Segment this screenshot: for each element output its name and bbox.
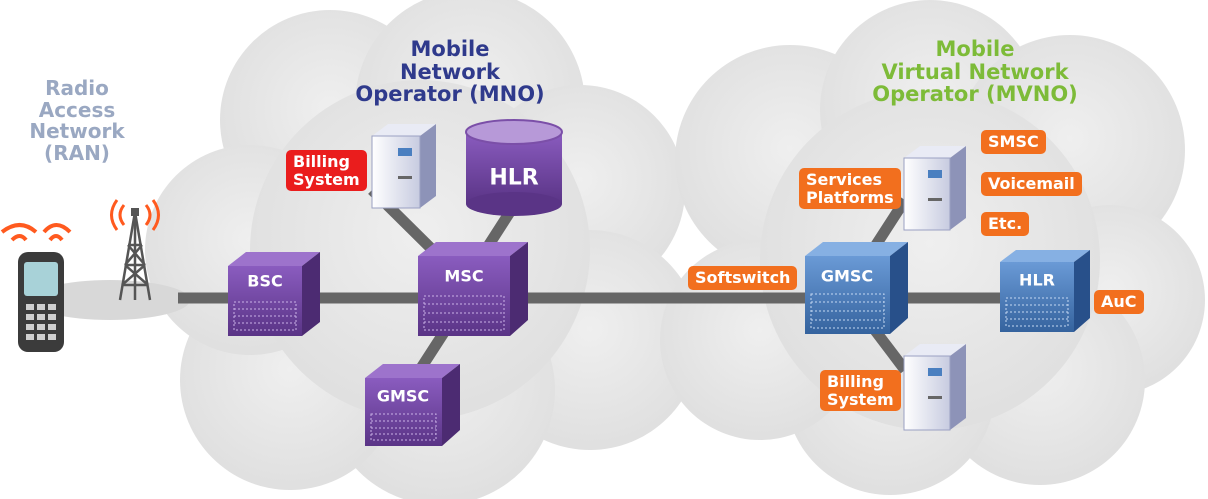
auc-tag: AuC [1094, 290, 1144, 314]
billing-line: System [827, 389, 894, 409]
database-icon [465, 119, 563, 216]
msc-label: MSC [444, 266, 484, 286]
etc-tag: Etc. [981, 212, 1030, 236]
mvno-title-line: Virtual Network [881, 59, 1069, 84]
ran-title-line: Access [38, 97, 116, 122]
msc-node [418, 242, 528, 336]
mvno-gmsc-node [805, 242, 908, 334]
mvno-title-line: Mobile [935, 37, 1015, 61]
ran-ground-shadow [30, 280, 190, 320]
mno-title-line: Operator (MNO) [355, 82, 545, 107]
ran-title-line: Radio [45, 76, 109, 100]
mvno-title-line: Operator (MVNO) [872, 82, 1078, 107]
server-icon [371, 124, 436, 209]
billing-line: Billing [827, 372, 884, 391]
mobile-phone-icon [0, 223, 72, 352]
mno-title-line: Network [399, 59, 500, 84]
services-server-icon [903, 146, 966, 231]
softswitch-tag: Softswitch [688, 266, 798, 290]
mvno-title: Mobile Virtual Network Operator (MVNO) [850, 38, 1100, 106]
services-line: Platforms [806, 187, 894, 207]
services-platforms-tag: Services Platforms [799, 168, 901, 210]
billing-line: System [293, 169, 360, 189]
bsc-label: BSC [247, 271, 283, 291]
mno-title: Mobile Network Operator (MNO) [330, 38, 570, 106]
services-line: Services [806, 170, 883, 189]
mvno-hlr-node [1000, 250, 1090, 332]
voicemail-tag: Voicemail [981, 172, 1082, 196]
mvno-gmsc-label: GMSC [820, 266, 874, 286]
bsc-node [228, 252, 320, 336]
ran-title-line: Network [29, 119, 125, 144]
ran-title-line: (RAN) [44, 140, 110, 165]
billing-line: Billing [293, 152, 350, 171]
ran-title: Radio Access Network (RAN) [22, 76, 132, 165]
mno-hlr-label: HLR [489, 165, 539, 191]
mno-gmsc-node [365, 364, 460, 446]
mvno-billing-server-icon [903, 344, 966, 431]
mno-gmsc-label: GMSC [376, 386, 430, 406]
mno-title-line: Mobile [410, 37, 490, 61]
mvno-hlr-label: HLR [1019, 270, 1055, 290]
mno-billing-system-tag: Billing System [286, 150, 367, 192]
smsc-tag: SMSC [981, 130, 1046, 154]
cell-tower-icon [110, 199, 160, 301]
mvno-billing-system-tag: Billing System [820, 370, 901, 412]
